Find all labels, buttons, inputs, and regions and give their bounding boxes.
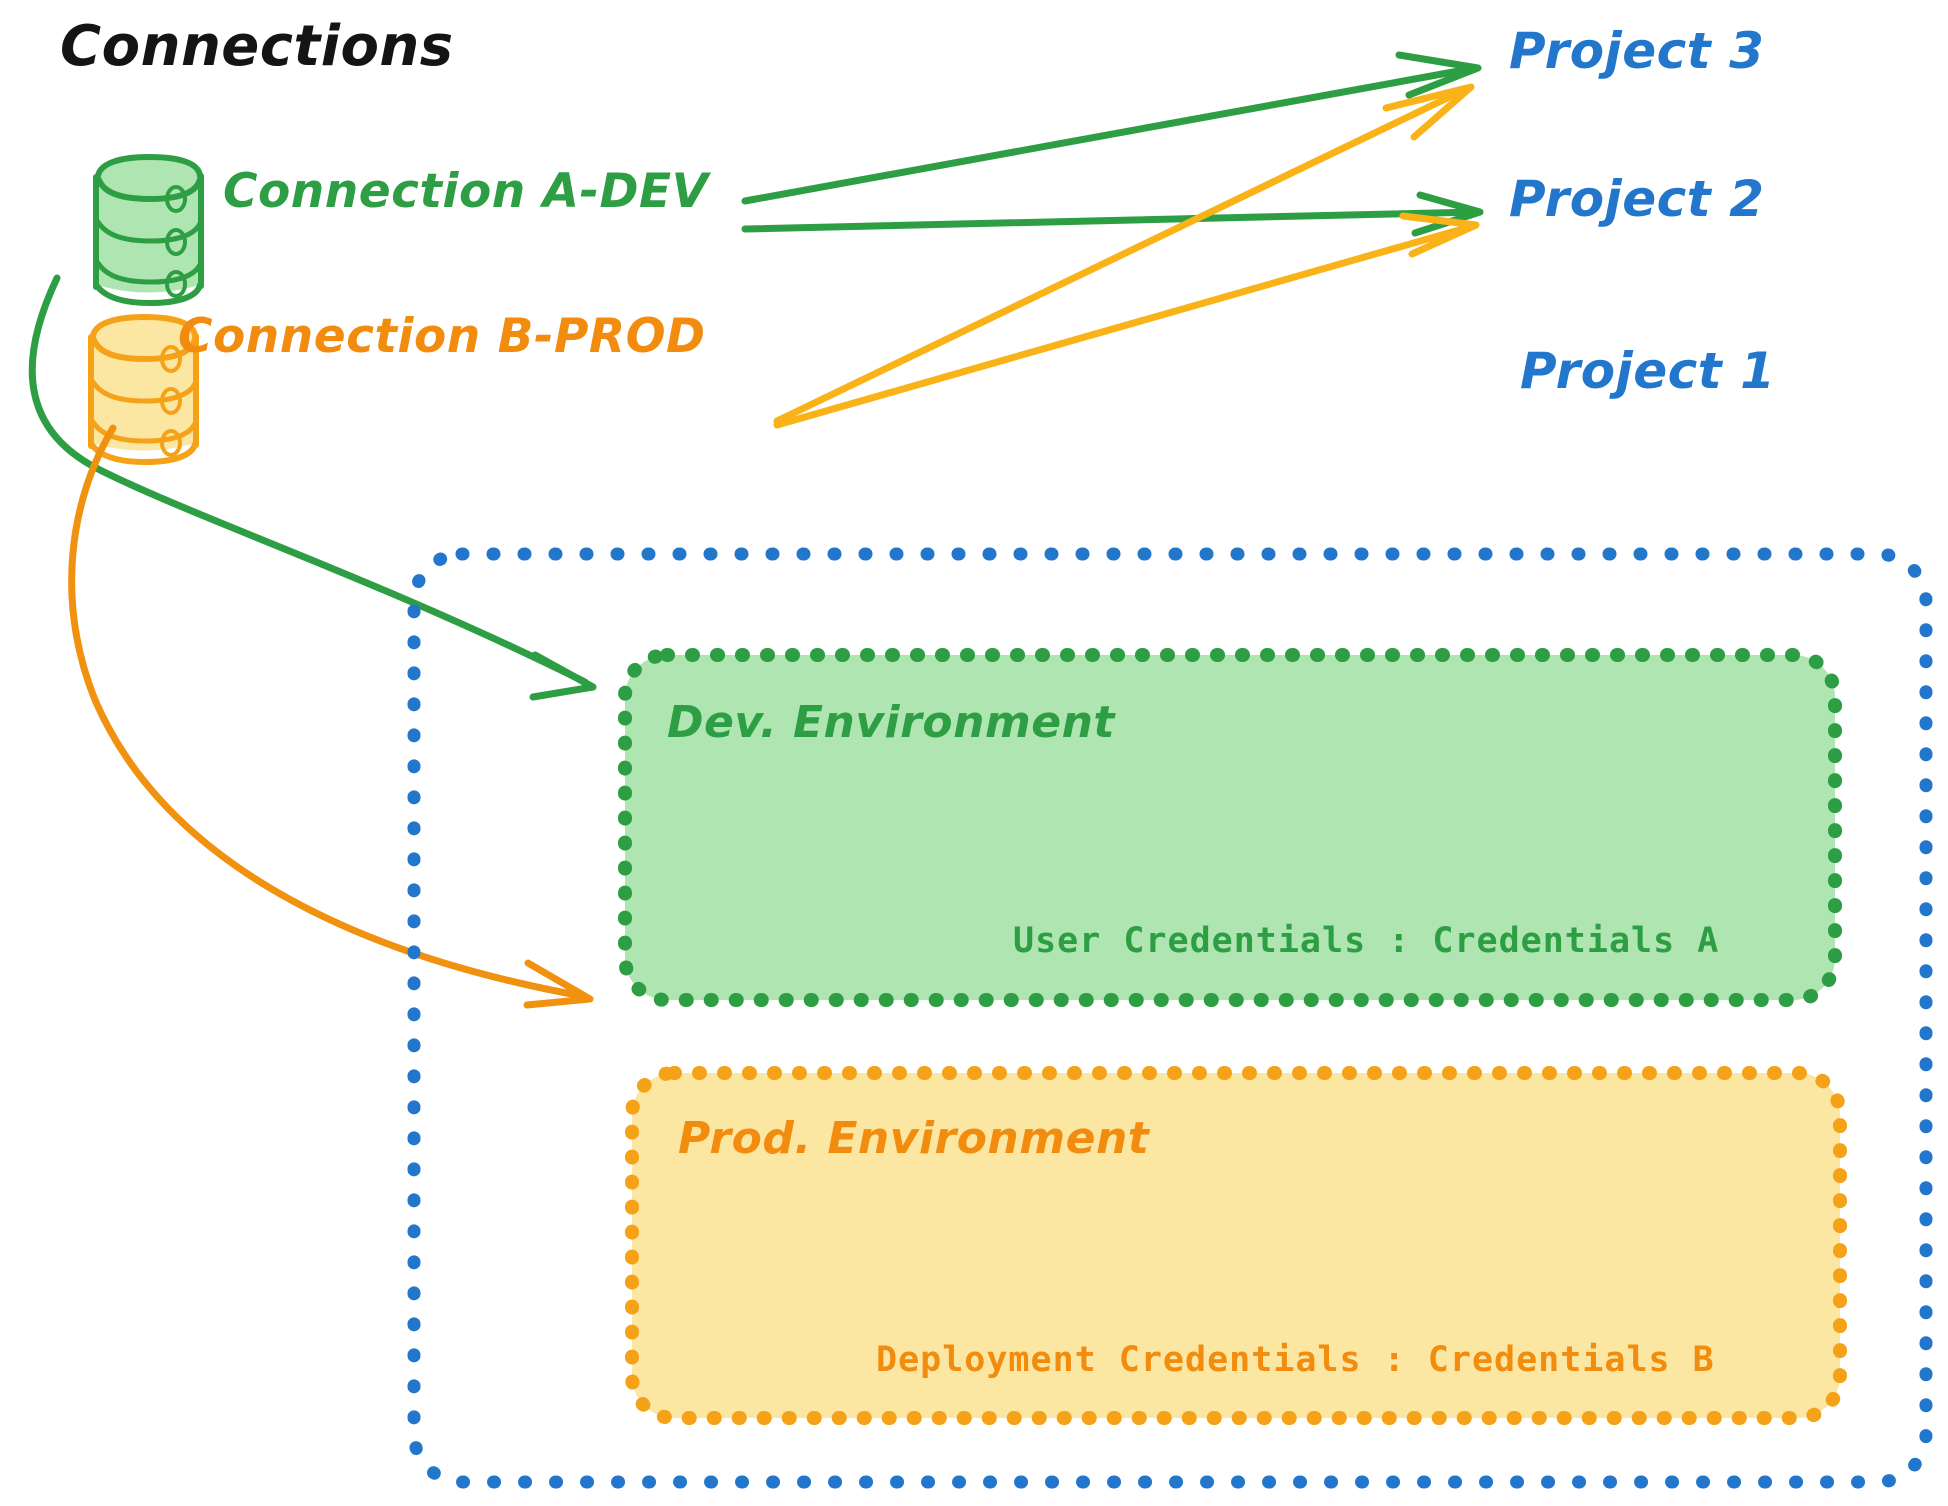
dev-environment-box[interactable] — [618, 648, 1842, 1007]
prod-environment-credentials: Deployment Credentials : Credentials B — [876, 1340, 1715, 1380]
page-title: Connections — [60, 14, 454, 79]
connection-a-dev-label[interactable]: Connection A-DEV — [223, 164, 709, 219]
connection-b-prod-database-cylinder-icon[interactable] — [88, 313, 199, 466]
dev-environment-credentials: User Credentials : Credentials A — [1013, 921, 1720, 961]
dev-environment-title: Dev. Environment — [667, 697, 1115, 748]
prod-environment-box[interactable] — [625, 1066, 1847, 1425]
edge-a-dev-to-project-3 — [741, 51, 1482, 205]
project-1-label[interactable]: Project 1 — [1520, 342, 1776, 400]
project-1-container[interactable] — [407, 547, 1933, 1489]
edge-b-prod-to-prod-environment — [68, 424, 594, 1009]
edge-b-prod-to-project-2 — [773, 212, 1480, 429]
connection-a-dev-database-cylinder-icon[interactable] — [93, 153, 204, 307]
prod-environment-title: Prod. Environment — [678, 1113, 1150, 1164]
edge-b-prod-to-project-3 — [773, 83, 1475, 425]
project-3-label[interactable]: Project 3 — [1509, 22, 1765, 80]
connection-b-prod-label[interactable]: Connection B-PROD — [178, 309, 706, 364]
project-2-label[interactable]: Project 2 — [1509, 170, 1765, 228]
edge-a-dev-to-dev-environment — [28, 274, 597, 701]
edge-a-dev-to-project-2 — [741, 191, 1484, 237]
